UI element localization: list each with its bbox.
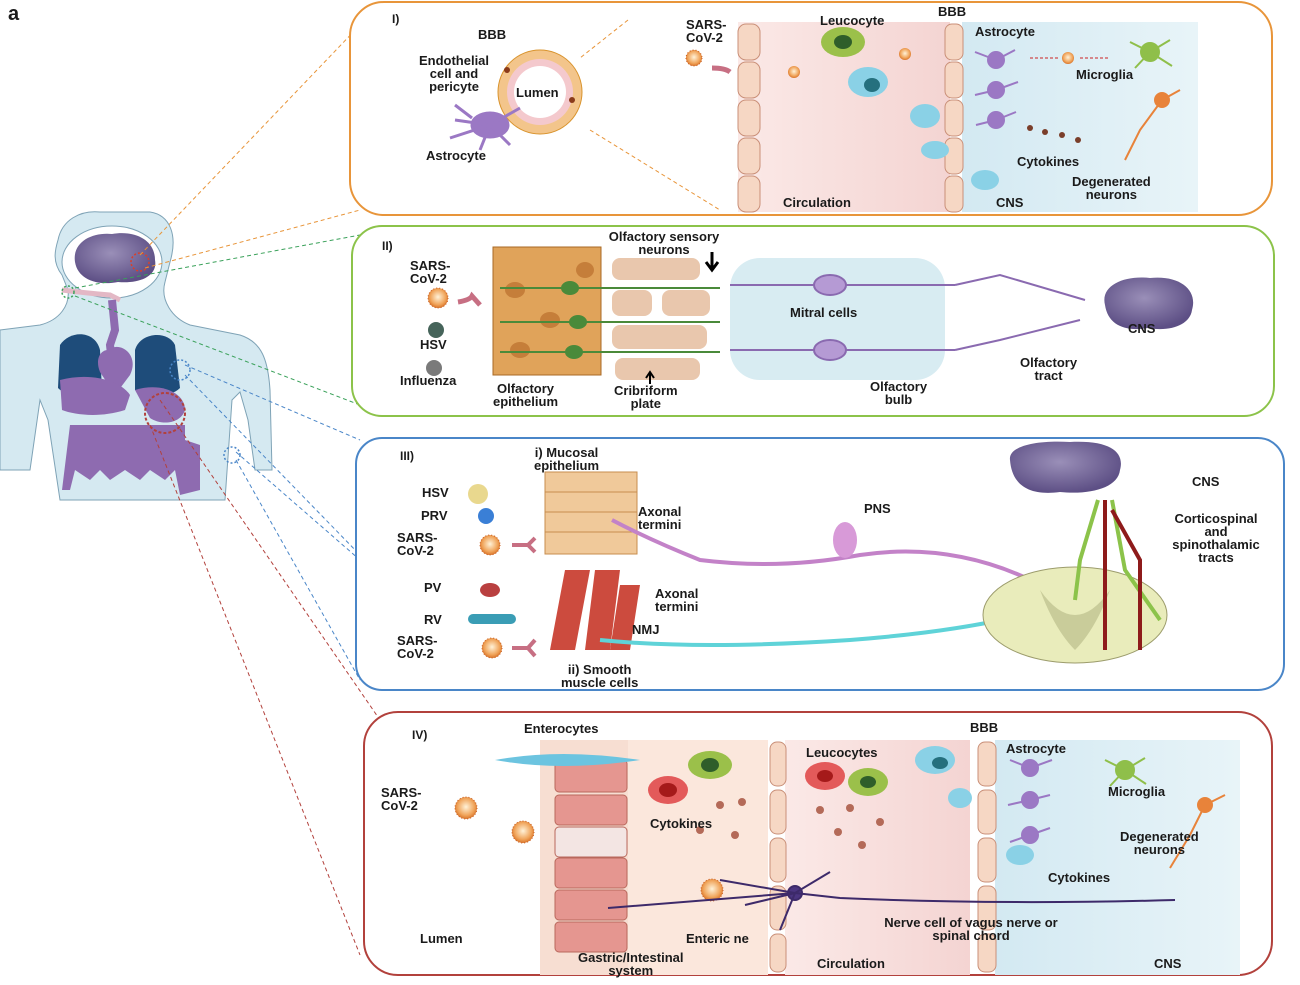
panel2-roman: II) [382, 239, 393, 253]
panel3-hsv: HSV [422, 485, 449, 500]
panel-2-olfactory [351, 225, 1275, 417]
panel2-sars: SARS- CoV-2 [410, 258, 451, 286]
panel3-nmj: NMJ [632, 622, 660, 637]
panel1-endothelial: Endothelial cell and pericyte [418, 53, 490, 94]
astrocyte-left [449, 103, 521, 151]
body-brain [74, 233, 156, 284]
panel1-microglia: Microglia [1076, 67, 1134, 82]
panel3-pns: PNS [864, 501, 891, 516]
panel2-olfactory-tract: Olfactory tract [1020, 355, 1078, 383]
panel3-prv: PRV [421, 508, 448, 523]
cribriform-plates [612, 258, 710, 380]
panel-1-bbb [349, 1, 1273, 216]
panel1-lumen: Lumen [516, 85, 559, 100]
panel3-cns: CNS [1192, 474, 1220, 489]
panel3-corticospinal: Corticospinal and spinothalamic tracts [1172, 511, 1260, 565]
brain-panel2 [1104, 277, 1194, 330]
endothelial-wall-1 [737, 23, 964, 213]
figure-letter: a [8, 3, 20, 25]
panel1-circulation: Circulation [783, 195, 851, 210]
astrocytes-panel1 [974, 49, 1019, 129]
panel4-bbb: BBB [970, 720, 999, 735]
panel3-mucosal: i) Mucosal epithelium [534, 445, 600, 473]
panel4-microglia: Microglia [1108, 784, 1166, 799]
panel3-axonal-1: Axonal termini [638, 504, 682, 532]
smooth-muscle [550, 570, 640, 650]
sensory-neurons [500, 281, 720, 359]
panel3-rv: RV [424, 612, 442, 627]
panel4-astrocyte: Astrocyte [1006, 741, 1066, 756]
mucosal-epithelium [544, 471, 638, 555]
microglia-panel1 [1129, 39, 1173, 69]
panel3-roman: III) [400, 449, 414, 463]
panel2-olfactory-bulb: Olfactory bulb [870, 379, 928, 407]
panel-4-gut-brain [363, 711, 1273, 976]
heart [97, 346, 133, 395]
panel4-degenerated: Degenerated neurons [1120, 829, 1199, 857]
panel1-leucocyte: Leucocyte [820, 13, 885, 28]
panel4-lumen: Lumen [420, 931, 463, 946]
intestines [62, 425, 200, 495]
panel3-axonal-2: Axonal termini [655, 586, 699, 614]
lamina-zone [628, 740, 768, 975]
panel1-cytokines: Cytokines [1017, 154, 1080, 169]
stomach [135, 387, 185, 423]
panel3-smooth: ii) Smooth muscle cells [561, 662, 639, 690]
pns-neuron [611, 518, 1051, 592]
panel2-hsv: HSV [420, 337, 447, 352]
panel1-roman: I) [392, 12, 400, 26]
panel4-enterocytes: Enterocytes [524, 721, 599, 736]
panel1-astrocyte-left: Astrocyte [426, 148, 486, 163]
panel2-olfactory-epithelium: Olfactory epithelium [493, 381, 559, 409]
panel4-sars: SARS- CoV-2 [381, 785, 422, 813]
panel3-sars-2: SARS- CoV-2 [397, 633, 438, 661]
panel1-bbb-left: BBB [478, 27, 507, 42]
panel4-enteric: Enteric ne [686, 931, 749, 946]
neuron-panel1 [1124, 89, 1181, 161]
panel2-influenza: Influenza [400, 373, 457, 388]
panel4-gastric: Gastric/Intestinal system [578, 950, 684, 978]
panel4-cns: CNS [1154, 956, 1182, 971]
virus-panel1 [685, 48, 1074, 78]
panel1-sars: SARS- CoV-2 [686, 17, 727, 45]
influenza-virus [426, 360, 442, 376]
mitral-cells [730, 273, 1086, 361]
panel-3-peripheral [355, 437, 1285, 691]
panel2-cns: CNS [1128, 321, 1156, 336]
panel2-olfactory-sensory: Olfactory sensory neurons [608, 229, 720, 257]
panel1-astrocyte: Astrocyte [975, 24, 1035, 39]
panel4-roman: IV) [412, 728, 428, 742]
panel2-cribriform: Cribriform plate [614, 383, 678, 411]
panel3-sars-1: SARS- CoV-2 [397, 530, 438, 558]
brain-panel3 [1009, 441, 1121, 493]
connector-lines [74, 24, 381, 956]
panel2-mitral: Mitral cells [790, 305, 858, 320]
panel3-pv: PV [424, 580, 442, 595]
liver [60, 376, 130, 415]
panel4-cytokines-2: Cytokines [1048, 870, 1111, 885]
panel4-cytokines-1: Cytokines [650, 816, 713, 831]
panel1-bbb-right: BBB [938, 4, 967, 19]
lung-right [135, 334, 180, 396]
panel1-cns: CNS [996, 195, 1024, 210]
vagus-neuron [607, 871, 1176, 931]
panel4-nerve: Nerve cell of vagus nerve or spinal chor… [884, 915, 1058, 943]
human-body-figure [0, 211, 273, 501]
hsv-virus-2 [428, 322, 444, 338]
panel4-leucocytes: Leucocytes [806, 745, 878, 760]
panel1-degenerated: Degenerated neurons [1072, 174, 1151, 202]
panel4-circulation: Circulation [817, 956, 885, 971]
